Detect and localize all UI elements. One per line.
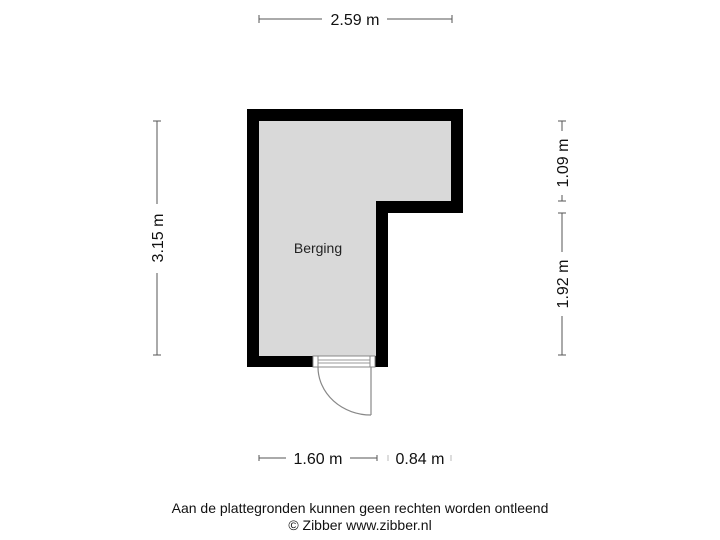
dimension-right-lower-height-label: 1.92 m	[555, 260, 572, 309]
dimension-bottom-left-width-label: 1.60 m	[294, 451, 343, 468]
door-swing-arc	[317, 366, 372, 416]
dimension-bottom-right-width	[387, 455, 452, 461]
door	[312, 355, 376, 416]
dimension-top-width-label: 2.59 m	[331, 12, 380, 29]
room-label-berging: Berging	[294, 240, 342, 256]
dimension-right-lower-height	[558, 212, 566, 356]
footer-disclaimer: Aan de plattegronden kunnen geen rechten…	[171, 500, 549, 516]
room-berging-floor	[259, 121, 451, 356]
footer-copyright: © Zibber www.zibber.nl	[288, 517, 432, 533]
dimension-bottom-right-width-label: 0.84 m	[396, 451, 445, 468]
dimension-right-upper-height	[558, 120, 566, 202]
dimension-bottom-left-width	[258, 455, 378, 461]
dimension-top-width	[258, 15, 453, 23]
dimension-right-upper-height-label: 1.09 m	[555, 139, 572, 188]
dimension-left-height-label: 3.15 m	[150, 214, 167, 263]
dimension-left-height	[153, 120, 161, 356]
